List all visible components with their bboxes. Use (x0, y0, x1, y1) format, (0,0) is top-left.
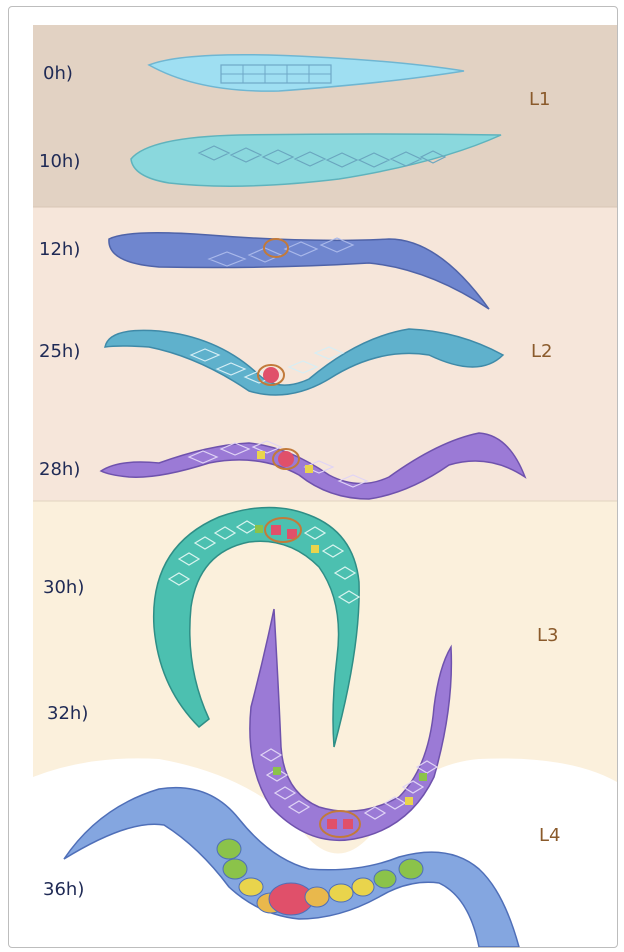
stage-label-l4: L4 (539, 825, 560, 846)
time-label-10h: 10h) (39, 151, 80, 172)
stage-label-l1: L1 (529, 89, 550, 110)
time-label-32h: 32h) (47, 703, 88, 724)
time-label-0h: 0h) (43, 63, 73, 84)
time-label-28h: 28h) (39, 459, 80, 480)
stage-label-l3: L3 (537, 625, 558, 646)
time-label-12h: 12h) (39, 239, 80, 260)
time-label-25h: 25h) (39, 341, 80, 362)
stage-label-l2: L2 (531, 341, 552, 362)
time-label-30h: 30h) (43, 577, 84, 598)
figure-frame: 0h) 10h) 12h) 25h) 28h) 30h) 32h) 36h) L… (8, 6, 618, 948)
worm-development-diagram: 0h) 10h) 12h) 25h) 28h) 30h) 32h) 36h) L… (9, 7, 617, 947)
time-label-36h: 36h) (43, 879, 84, 900)
